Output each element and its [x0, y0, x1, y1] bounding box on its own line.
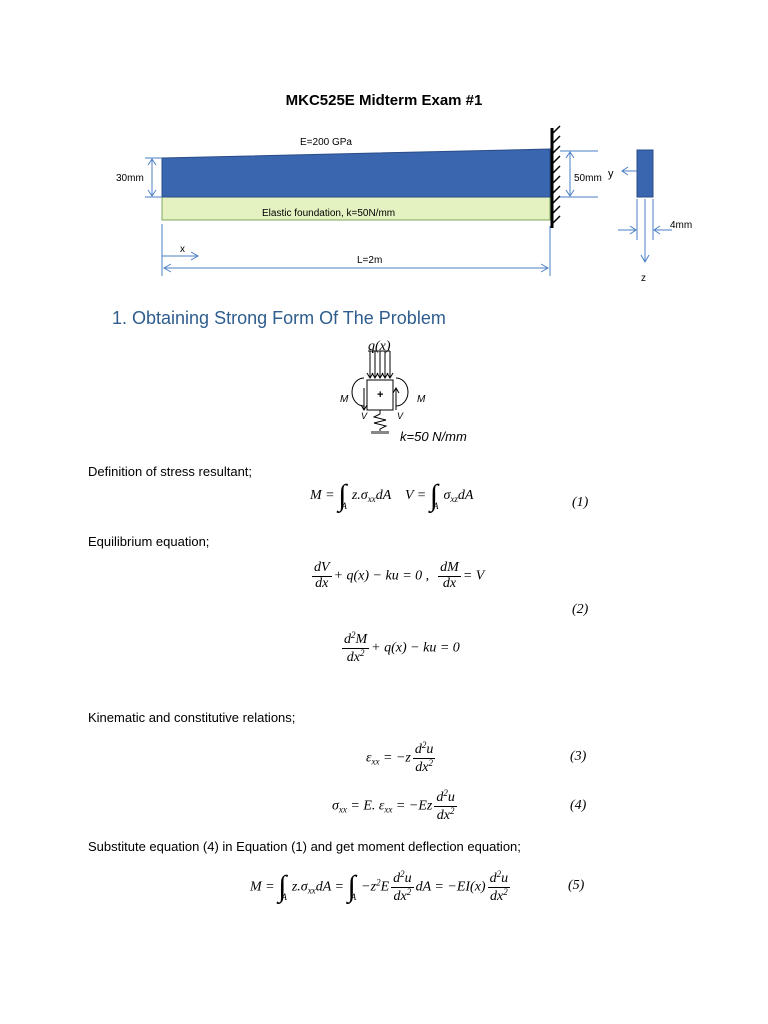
- distributed-load-arrows: [366, 350, 394, 379]
- element-figure: + q(x) M M V V k=50 N/mm: [340, 339, 467, 444]
- right-height-label: 50mm: [574, 173, 602, 184]
- section-heading: 1. Obtaining Strong Form Of The Problem: [112, 308, 446, 328]
- stress-resultant-text: Definition of stress resultant;: [88, 464, 253, 479]
- kinematic-text: Kinematic and constitutive relations;: [88, 710, 296, 725]
- x-label: x: [180, 244, 185, 255]
- shear-right-label: V: [397, 411, 404, 421]
- equation-number-4: (4): [570, 798, 587, 813]
- moment-arc-left: [351, 377, 365, 407]
- shear-left-label: V: [361, 411, 368, 421]
- equation-1: M = ∫Az.σxxdA V = ∫AσxzdA: [310, 479, 474, 512]
- width-dimension: [618, 199, 672, 240]
- equation-number-5: (5): [568, 878, 585, 893]
- y-label: y: [608, 168, 614, 180]
- right-height-dimension: [560, 150, 598, 198]
- modulus-label: E=200 GPa: [300, 137, 352, 148]
- foundation-label: Elastic foundation, k=50N/mm: [262, 208, 395, 219]
- load-label: q(x): [368, 339, 391, 354]
- substitute-text: Substitute equation (4) in Equation (1) …: [88, 839, 521, 854]
- beam-figure: E=200 GPa 30mm 50mm Elastic foundation, …: [116, 125, 692, 284]
- equation-number-2: (2): [572, 602, 589, 617]
- shear-arrows: [360, 387, 400, 411]
- length-dimension: [162, 226, 551, 276]
- equation-number-3: (3): [570, 749, 587, 764]
- z-axis-arrow: [640, 199, 650, 264]
- left-height-label: 30mm: [116, 173, 144, 184]
- spring-ground: [371, 431, 389, 434]
- tapered-beam: [161, 148, 551, 198]
- moment-arc-right: [395, 377, 409, 407]
- spring-label: k=50 N/mm: [400, 429, 467, 444]
- z-label: z: [641, 273, 646, 284]
- page-title: MKC525E Midterm Exam #1: [285, 92, 483, 109]
- spring: [372, 410, 388, 431]
- cross-section: [636, 149, 654, 198]
- plus-sign: +: [377, 389, 383, 401]
- width-label: 4mm: [670, 220, 692, 231]
- equation-number-1: (1): [572, 495, 589, 510]
- equilibrium-text: Equilibrium equation;: [88, 534, 210, 549]
- moment-left-label: M: [340, 394, 349, 405]
- wall-hatch: [551, 125, 561, 225]
- x-axis-arrow: [161, 224, 200, 276]
- left-height-dimension: [145, 157, 162, 198]
- moment-right-label: M: [417, 394, 426, 405]
- length-label: L=2m: [357, 255, 382, 266]
- y-axis-arrow: [621, 166, 637, 176]
